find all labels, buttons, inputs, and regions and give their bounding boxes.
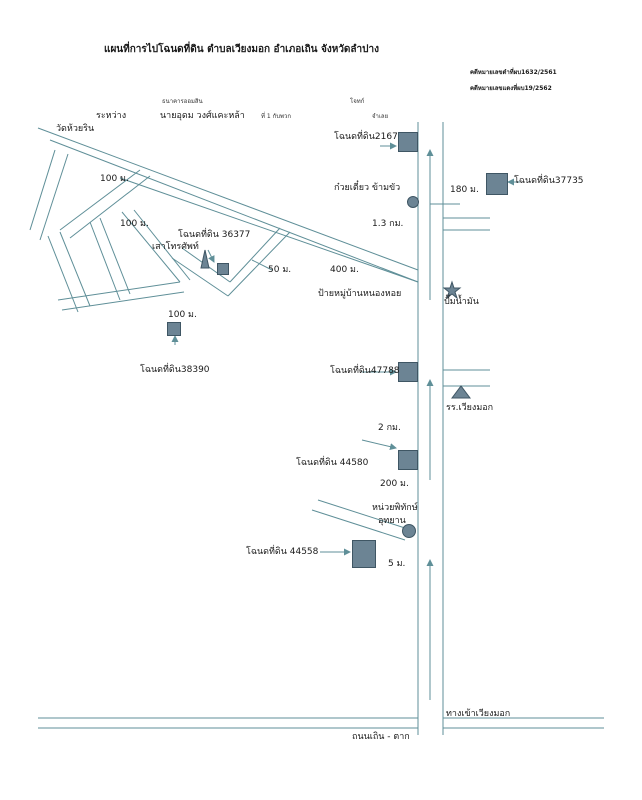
plot-38390-marker	[167, 322, 181, 336]
gas-station-marker	[442, 280, 462, 300]
case-red-number: คดีหมายเลขแดงที่ผบ19/2562	[470, 85, 552, 92]
distance-label: 5 ม.	[388, 559, 406, 569]
entrance-label: ทางเข้าเวียงมอก	[446, 709, 511, 719]
plot-36377-label: โฉนดที่ดิน 36377	[178, 230, 251, 240]
noodle-shop-label: ก๋วยเตี๋ยว ข้ามขัว	[334, 183, 401, 193]
park-unit-marker	[402, 524, 416, 538]
school-marker	[451, 385, 471, 399]
case-black-number: คดีหมายเลขดำที่ผบ1632/2561	[470, 69, 557, 76]
park-unit-label-2: อุทยาน	[378, 516, 406, 526]
telephone-pole-marker	[200, 249, 210, 269]
distance-label: 400 ม.	[330, 265, 359, 275]
distance-label: 100 ม.	[100, 174, 129, 184]
noodle-shop-marker	[407, 196, 419, 208]
village-sign-label: ป้ายหมู่บ้านหนองหอย	[318, 289, 402, 299]
plaintiff-name: ธนาคารออมสิน	[162, 98, 203, 105]
plaintiff-role: โจทก์	[350, 98, 365, 105]
plot-44580-marker	[398, 450, 418, 470]
distance-label: 2 กม.	[378, 423, 401, 433]
distance-label: 200 ม.	[380, 479, 409, 489]
plot-36377-marker	[217, 263, 229, 275]
plot-37735-label: โฉนดที่ดิน37735	[514, 176, 584, 186]
distance-label: 180 ม.	[450, 185, 479, 195]
between-label: ระหว่าง	[96, 111, 127, 121]
distance-label: 1.3 กม.	[372, 219, 404, 229]
park-unit-label: หน่วยพิทักษ์	[372, 503, 418, 513]
defendant-side: จำเลย	[372, 113, 389, 120]
plot-44580-label: โฉนดที่ดิน 44580	[296, 458, 369, 468]
defendant-role: ที่ 1 กับพวก	[261, 113, 291, 120]
distance-label: 100 ม.	[168, 310, 197, 320]
page-title: แผนที่การไปโฉนดที่ดิน ตำบลเวียงมอก อำเภอ…	[104, 44, 380, 55]
plot-47788-marker	[398, 362, 418, 382]
distance-label: 100 ม.	[120, 219, 149, 229]
plot-37735-marker	[486, 173, 508, 195]
plot-2167-label: โฉนดที่ดิน2167	[334, 132, 398, 142]
temple-label: วัดห้วยริน	[56, 124, 95, 134]
defendant-name: นายอุดม วงศ์แคะหล้า	[160, 111, 245, 121]
gas-station-label: ปั๊มน้ำมัน	[444, 297, 479, 307]
distance-label: 50 ม.	[268, 265, 292, 275]
plot-44558-marker	[352, 540, 376, 568]
plot-47788-label: โฉนดที่ดิน47788	[330, 366, 400, 376]
plot-2167-marker	[398, 132, 418, 152]
plot-38390-label: โฉนดที่ดิน38390	[140, 365, 210, 375]
main-road-label: ถนนเถิน - ตาก	[352, 732, 410, 742]
plot-44558-label: โฉนดที่ดิน 44558	[246, 547, 319, 557]
telephone-pole-label: เสาโทรศัพท์	[152, 242, 199, 252]
school-label: รร.เวียงมอก	[446, 403, 494, 413]
